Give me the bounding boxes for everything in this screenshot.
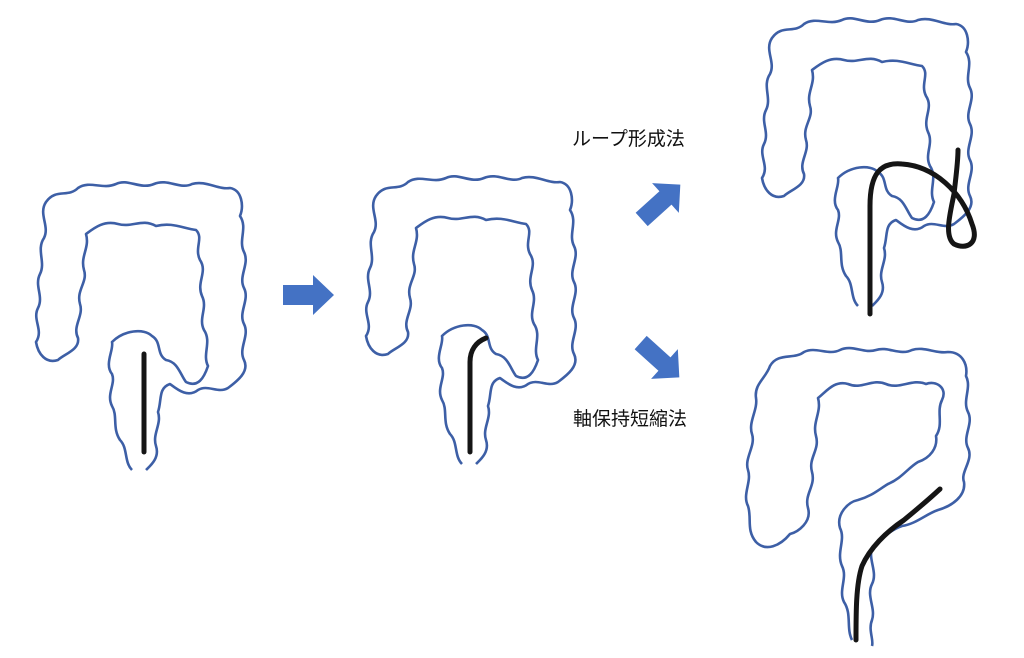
colon-panel-loop [760, 16, 977, 317]
arrow-up-right-icon [635, 183, 681, 227]
axis-maintaining-shortening-method-label: 軸保持短縮法 [573, 408, 688, 430]
endoscope [853, 486, 943, 643]
arrow-down-right-icon [634, 335, 680, 379]
colon-outline [34, 180, 248, 472]
endoscope [467, 335, 489, 455]
colon-outline [760, 16, 974, 308]
colon-panel-axis [744, 346, 971, 647]
loop-formation-method-label: ループ形成法 [572, 128, 685, 150]
colon-panel-2 [364, 174, 578, 466]
colon-outline [744, 346, 971, 647]
colon-panel-1 [34, 180, 248, 472]
endoscope-loop [867, 147, 977, 317]
arrow-right-icon [283, 275, 334, 315]
